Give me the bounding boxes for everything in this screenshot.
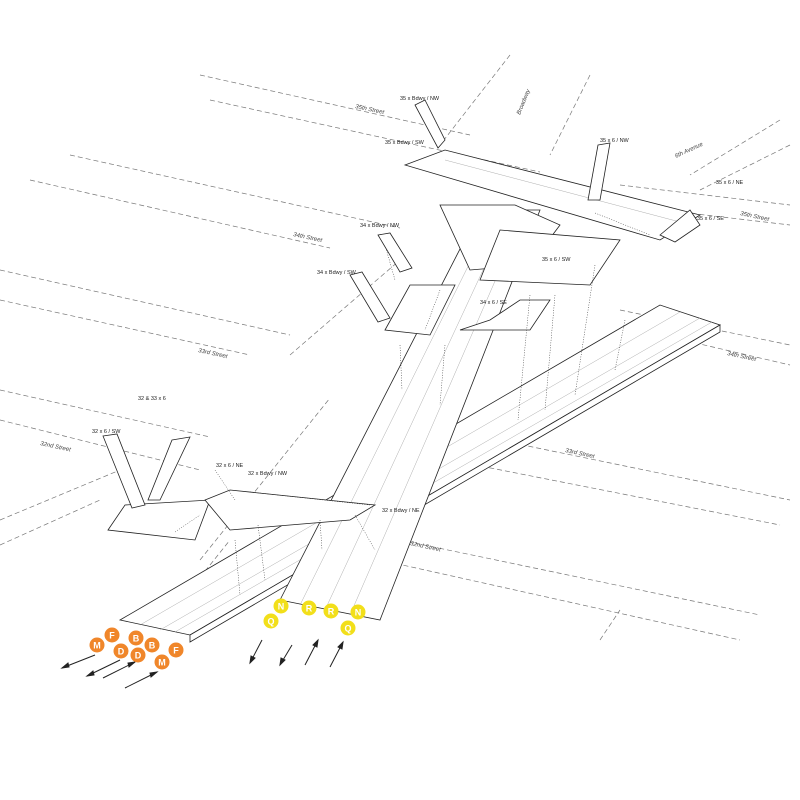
route-bullet-orange-circle <box>130 647 146 663</box>
entrance-structures <box>102 99 701 509</box>
route-bullet-orange-circle <box>128 630 144 646</box>
direction-arrows <box>60 638 344 689</box>
label-35-6-ne: 35 x 6 / NE <box>716 180 744 186</box>
label-35-bdwy-nw: 35 x Bdwy / NW <box>400 96 440 102</box>
label-32-bdwy-ne: 32 x Bdwy / NE <box>382 508 420 514</box>
label-32-33-6: 32 & 33 x 6 <box>138 396 166 402</box>
street-grid <box>0 54 791 641</box>
upper-mezzanine <box>403 149 702 286</box>
route-bullet-orange-letter: D <box>135 651 142 661</box>
route-bullet-yellow-letter: Q <box>344 624 351 634</box>
route-bullet-orange-letter: F <box>109 631 115 641</box>
route-bullet-yellow-circle <box>301 600 317 616</box>
route-bullet-yellow-circle <box>323 603 339 619</box>
route-bullet-orange-circle <box>154 654 170 670</box>
label-35-6-se: 35 x 6 / SE <box>697 216 724 222</box>
label-32nd-street-bottom: 32nd Street <box>410 541 442 553</box>
label-34th-street-right: 34th Street <box>727 351 757 363</box>
route-bullet-yellow-letter: R <box>328 607 335 617</box>
route-bullet-orange-circle <box>113 643 129 659</box>
route-bullet-yellow-letter: Q <box>267 617 274 627</box>
route-bullet-orange-circle <box>168 642 184 658</box>
route-bullet-yellow-circle <box>263 613 279 629</box>
entrance-labels: 35 x Bdwy / NW 35 x Bdwy / SW 35 x 6 / N… <box>92 96 744 514</box>
route-bullet-orange-circle <box>144 637 160 653</box>
label-32-6-ne: 32 x 6 / NE <box>216 463 244 469</box>
label-34-6-se: 34 x 6 / SE <box>480 300 507 306</box>
route-bullet-orange-letter: B <box>149 641 156 651</box>
route-bullet-orange-circle <box>104 627 120 643</box>
route-bullet-orange-letter: F <box>173 646 179 656</box>
label-35th-street-top: 35th Street <box>355 104 385 116</box>
label-33rd-street-left: 33rd Street <box>198 348 229 360</box>
route-bullet-orange-letter: D <box>118 647 125 657</box>
route-bullet-orange-letter: M <box>93 641 101 651</box>
label-35th-street-right: 35th Street <box>740 211 770 223</box>
route-bullet-yellow-letter: R <box>306 604 313 614</box>
route-bullet-yellow-letter: N <box>278 602 285 612</box>
route-bullet-orange-circle <box>89 637 105 653</box>
route-bullet-yellow-letter: N <box>355 608 362 618</box>
route-bullet-orange-letter: B <box>133 634 140 644</box>
label-34-bdwy-nw: 34 x Bdwy / NW <box>360 223 400 229</box>
label-35-6-sw: 35 x 6 / SW <box>542 257 571 263</box>
mezzanine-32nd <box>107 489 377 541</box>
label-33rd-street-right: 33rd Street <box>565 448 596 460</box>
label-broadway: Broadway <box>516 88 532 116</box>
route-bullet-yellow-circle <box>350 604 366 620</box>
label-6th-avenue: 6th Avenue <box>674 141 704 159</box>
label-35-6-nw: 35 x 6 / NW <box>600 138 630 144</box>
route-bullet-yellow-circle <box>340 620 356 636</box>
label-34-bdwy-sw: 34 x Bdwy / SW <box>317 270 357 276</box>
label-32-6-sw: 32 x 6 / SW <box>92 429 121 435</box>
route-bullet-yellow-circle <box>273 598 289 614</box>
label-32nd-street-left: 32nd Street <box>40 441 72 453</box>
route-bullet-orange-letter: M <box>158 658 166 668</box>
label-35-bdwy-sw: 35 x Bdwy / SW <box>385 140 425 146</box>
label-32-bdwy-nw: 32 x Bdwy / NW <box>248 471 288 477</box>
label-34th-street-left: 34th Street <box>293 232 323 244</box>
